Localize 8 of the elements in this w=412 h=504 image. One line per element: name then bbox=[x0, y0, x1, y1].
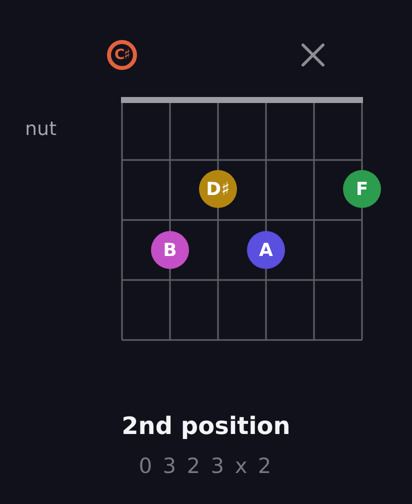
fingering-label: 0 3 2 3 x 2 bbox=[138, 454, 274, 478]
nut-label: nut bbox=[25, 118, 57, 140]
open-note-circle: C♯ bbox=[107, 40, 137, 70]
note-dot: B bbox=[151, 231, 189, 269]
caption: 2nd position bbox=[122, 412, 290, 440]
note-dot: F bbox=[343, 170, 381, 208]
note-dot: A bbox=[247, 231, 285, 269]
note-dot: D♯ bbox=[199, 170, 237, 208]
